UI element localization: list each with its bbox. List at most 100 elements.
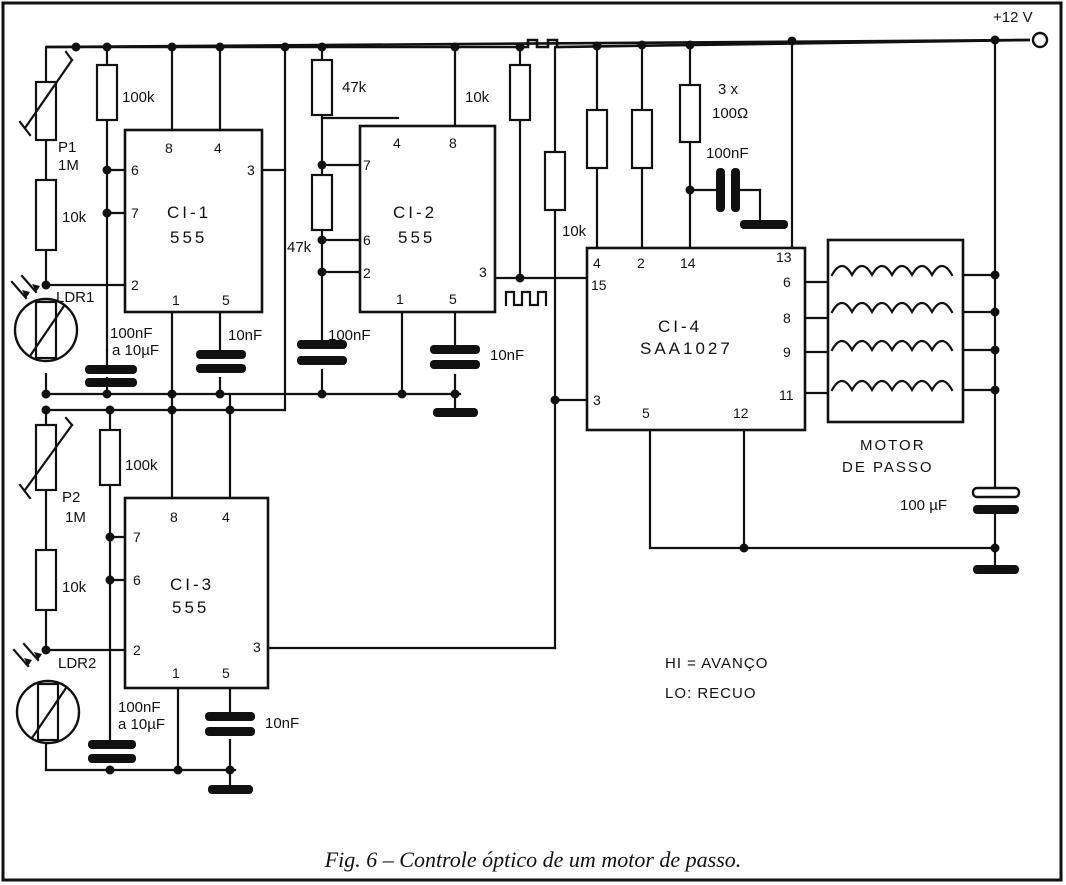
ci3-pin-3: 3	[253, 639, 261, 655]
label-10k-4: 10k	[62, 579, 87, 596]
label-10k-2: 10k	[465, 89, 490, 106]
ci4-type: SAA1027	[640, 339, 733, 358]
label-motor-1: MOTOR	[860, 437, 926, 454]
ci3-pin-7: 7	[133, 529, 141, 545]
ci1-pin-3: 3	[247, 162, 255, 178]
ci3-pin-2: 2	[133, 642, 141, 658]
chip-ci3: 8 4 7 6 2 3 1 5 CI-3 555	[123, 496, 270, 690]
ci2-pin-2: 2	[363, 265, 371, 281]
ci2-pin-7: 7	[363, 157, 371, 173]
label-p2-name: P2	[62, 489, 80, 506]
label-3x: 3 x	[718, 81, 739, 98]
chip-ci1: 8 4 6 7 3 2 1 5 CI-1 555	[123, 128, 264, 314]
ci4-pin-14: 14	[680, 255, 696, 271]
ci4-name: CI-4	[658, 317, 702, 336]
label-10k-1: 10k	[62, 209, 87, 226]
label-100uf: 100 µF	[900, 497, 947, 514]
label-47k-1: 47k	[342, 79, 367, 96]
ci3-type: 555	[172, 598, 209, 617]
ci2-name: CI-2	[393, 203, 437, 222]
resistor-10k-3	[543, 150, 567, 212]
ci4-pin-11: 11	[779, 387, 794, 403]
ci4-pin-8: 8	[783, 310, 791, 326]
potentiometer-p2	[18, 416, 74, 500]
ci1-pin-4: 4	[214, 140, 222, 156]
resistors	[34, 58, 702, 612]
ci4-pin-12: 12	[733, 405, 749, 421]
component-labels: 100k P1 1M 10k LDR1 100nF a 10µF 10nF 47…	[56, 79, 947, 733]
resistor-100k-1	[95, 63, 119, 122]
resistor-10k-2	[508, 63, 532, 122]
resistor-47k-2	[310, 173, 334, 232]
ci1-pin-6: 6	[131, 162, 139, 178]
ci2-pin-3: 3	[479, 264, 487, 280]
ci2-pin-8: 8	[449, 135, 457, 151]
label-cap-ci1-a: 100nF	[110, 325, 153, 342]
ci4-pin-15: 15	[591, 277, 607, 293]
ldr1-symbol	[10, 274, 79, 363]
ci1-pin-2: 2	[131, 277, 139, 293]
ci4-pin-6: 6	[783, 274, 791, 290]
ci4-pin-13: 13	[776, 249, 792, 265]
supply-terminal	[1031, 31, 1049, 49]
resistor-47k-1	[310, 58, 334, 117]
ci2-pin-1: 1	[396, 291, 404, 307]
resistor-ci4-pin2	[630, 108, 654, 170]
label-ldr2: LDR2	[58, 655, 96, 672]
label-100nf-ci2: 100nF	[328, 327, 371, 344]
ci4-pin-9: 9	[783, 344, 791, 360]
supply-label: +12 V	[993, 9, 1033, 26]
ci3-pin-8: 8	[170, 509, 178, 525]
label-motor-2: DE PASSO	[842, 459, 934, 476]
resistor-ci4-pin4	[585, 108, 609, 170]
resistor-3x100	[678, 83, 702, 144]
ci3-name: CI-3	[170, 575, 214, 594]
ci4-pin-4: 4	[593, 255, 601, 271]
ci1-pin-8: 8	[165, 140, 173, 156]
ci2-pin-5: 5	[449, 291, 457, 307]
chip-ci2: 4 8 7 6 2 3 1 5 CI-2 555	[358, 124, 497, 314]
ci1-pin-5: 5	[222, 292, 230, 308]
label-cap-ci1-b: a 10µF	[112, 342, 159, 359]
ci2-pin-6: 6	[363, 232, 371, 248]
label-10k-3: 10k	[562, 223, 587, 240]
label-p2-value: 1M	[65, 509, 86, 526]
label-47k-2: 47k	[287, 239, 312, 256]
label-cap-ci3-a: 100nF	[118, 699, 161, 716]
ci4-pin-5: 5	[642, 405, 650, 421]
ci2-type: 555	[398, 228, 435, 247]
label-100ohm: 100Ω	[712, 105, 748, 122]
ci4-pin-2: 2	[637, 255, 645, 271]
stepper-motor	[826, 238, 965, 424]
capacitors	[85, 168, 1021, 794]
label-10nf-2: 10nF	[490, 347, 524, 364]
potentiometer-p1	[18, 50, 74, 142]
label-100nf-ci4: 100nF	[706, 145, 749, 162]
ci1-pin-1: 1	[172, 292, 180, 308]
ci2-pin-4: 4	[393, 135, 401, 151]
legend-lo: LO: RECUO	[665, 685, 757, 702]
label-ldr1: LDR1	[56, 289, 94, 306]
ci1-pin-7: 7	[131, 205, 139, 221]
pulse-symbol	[504, 290, 548, 307]
junction-dots	[41, 35, 1000, 775]
label-100k-2: 100k	[125, 457, 158, 474]
resistor-10k-4	[34, 548, 58, 612]
ci3-pin-6: 6	[133, 572, 141, 588]
resistor-10k-1	[34, 178, 58, 252]
resistor-100k-2	[98, 428, 122, 487]
ldr2-symbol	[12, 642, 81, 745]
label-p1-value: 1M	[58, 157, 79, 174]
ci1-type: 555	[170, 228, 207, 247]
ci3-pin-5: 5	[222, 665, 230, 681]
legend-hi: HI = AVANÇO	[665, 655, 768, 672]
ci3-pin-4: 4	[222, 509, 230, 525]
label-100k-1: 100k	[122, 89, 155, 106]
ci3-pin-1: 1	[172, 665, 180, 681]
label-10nf-1: 10nF	[228, 327, 262, 344]
label-10nf-3: 10nF	[265, 715, 299, 732]
ci1-name: CI-1	[167, 203, 211, 222]
